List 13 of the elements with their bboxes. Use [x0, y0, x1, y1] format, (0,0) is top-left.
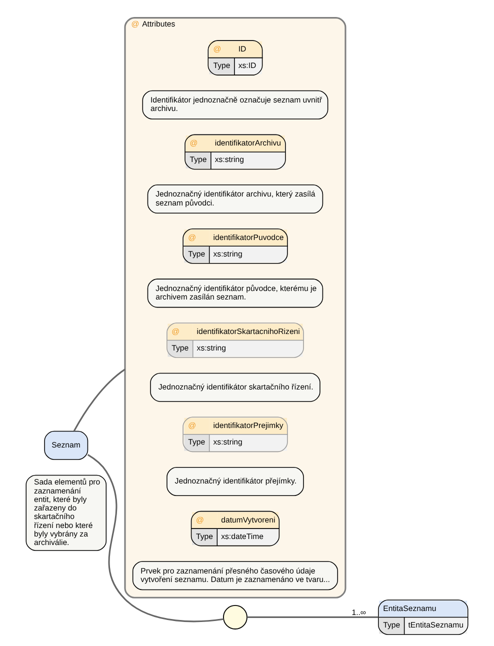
node-circle	[223, 604, 248, 630]
node-box: Jednoznačný identifikátor skartačního řízení.	[150, 372, 320, 402]
connector	[87, 454, 224, 622]
connector	[73, 368, 126, 432]
node-box: Prvek pro zaznamenání přesného časového údaje vytvoření seznamu. Datum je zaznamenáno ve tvaru...	[132, 561, 338, 590]
node-box: Identifikátor jednoznačně označuje seznam uvnitř archivu.	[142, 90, 328, 120]
edge-label: 1..∞	[352, 608, 366, 617]
node-box: Jednoznačný identifikátor původce, kterému je archivem zasílán seznam.	[147, 278, 324, 308]
node-box: Sada elementů pro zaznamenání entit, které byly zařazeny do skartačního řízení nebo které byly vybrány za archiválie.	[26, 474, 107, 551]
node-box: Seznam	[44, 430, 88, 460]
node-box: Jednoznačný identifikátor přejímky.	[166, 466, 304, 496]
connector	[247, 616, 378, 618]
node-box: Jednoznačný identifikátor archivu, který zasílá seznam původci.	[147, 184, 324, 214]
